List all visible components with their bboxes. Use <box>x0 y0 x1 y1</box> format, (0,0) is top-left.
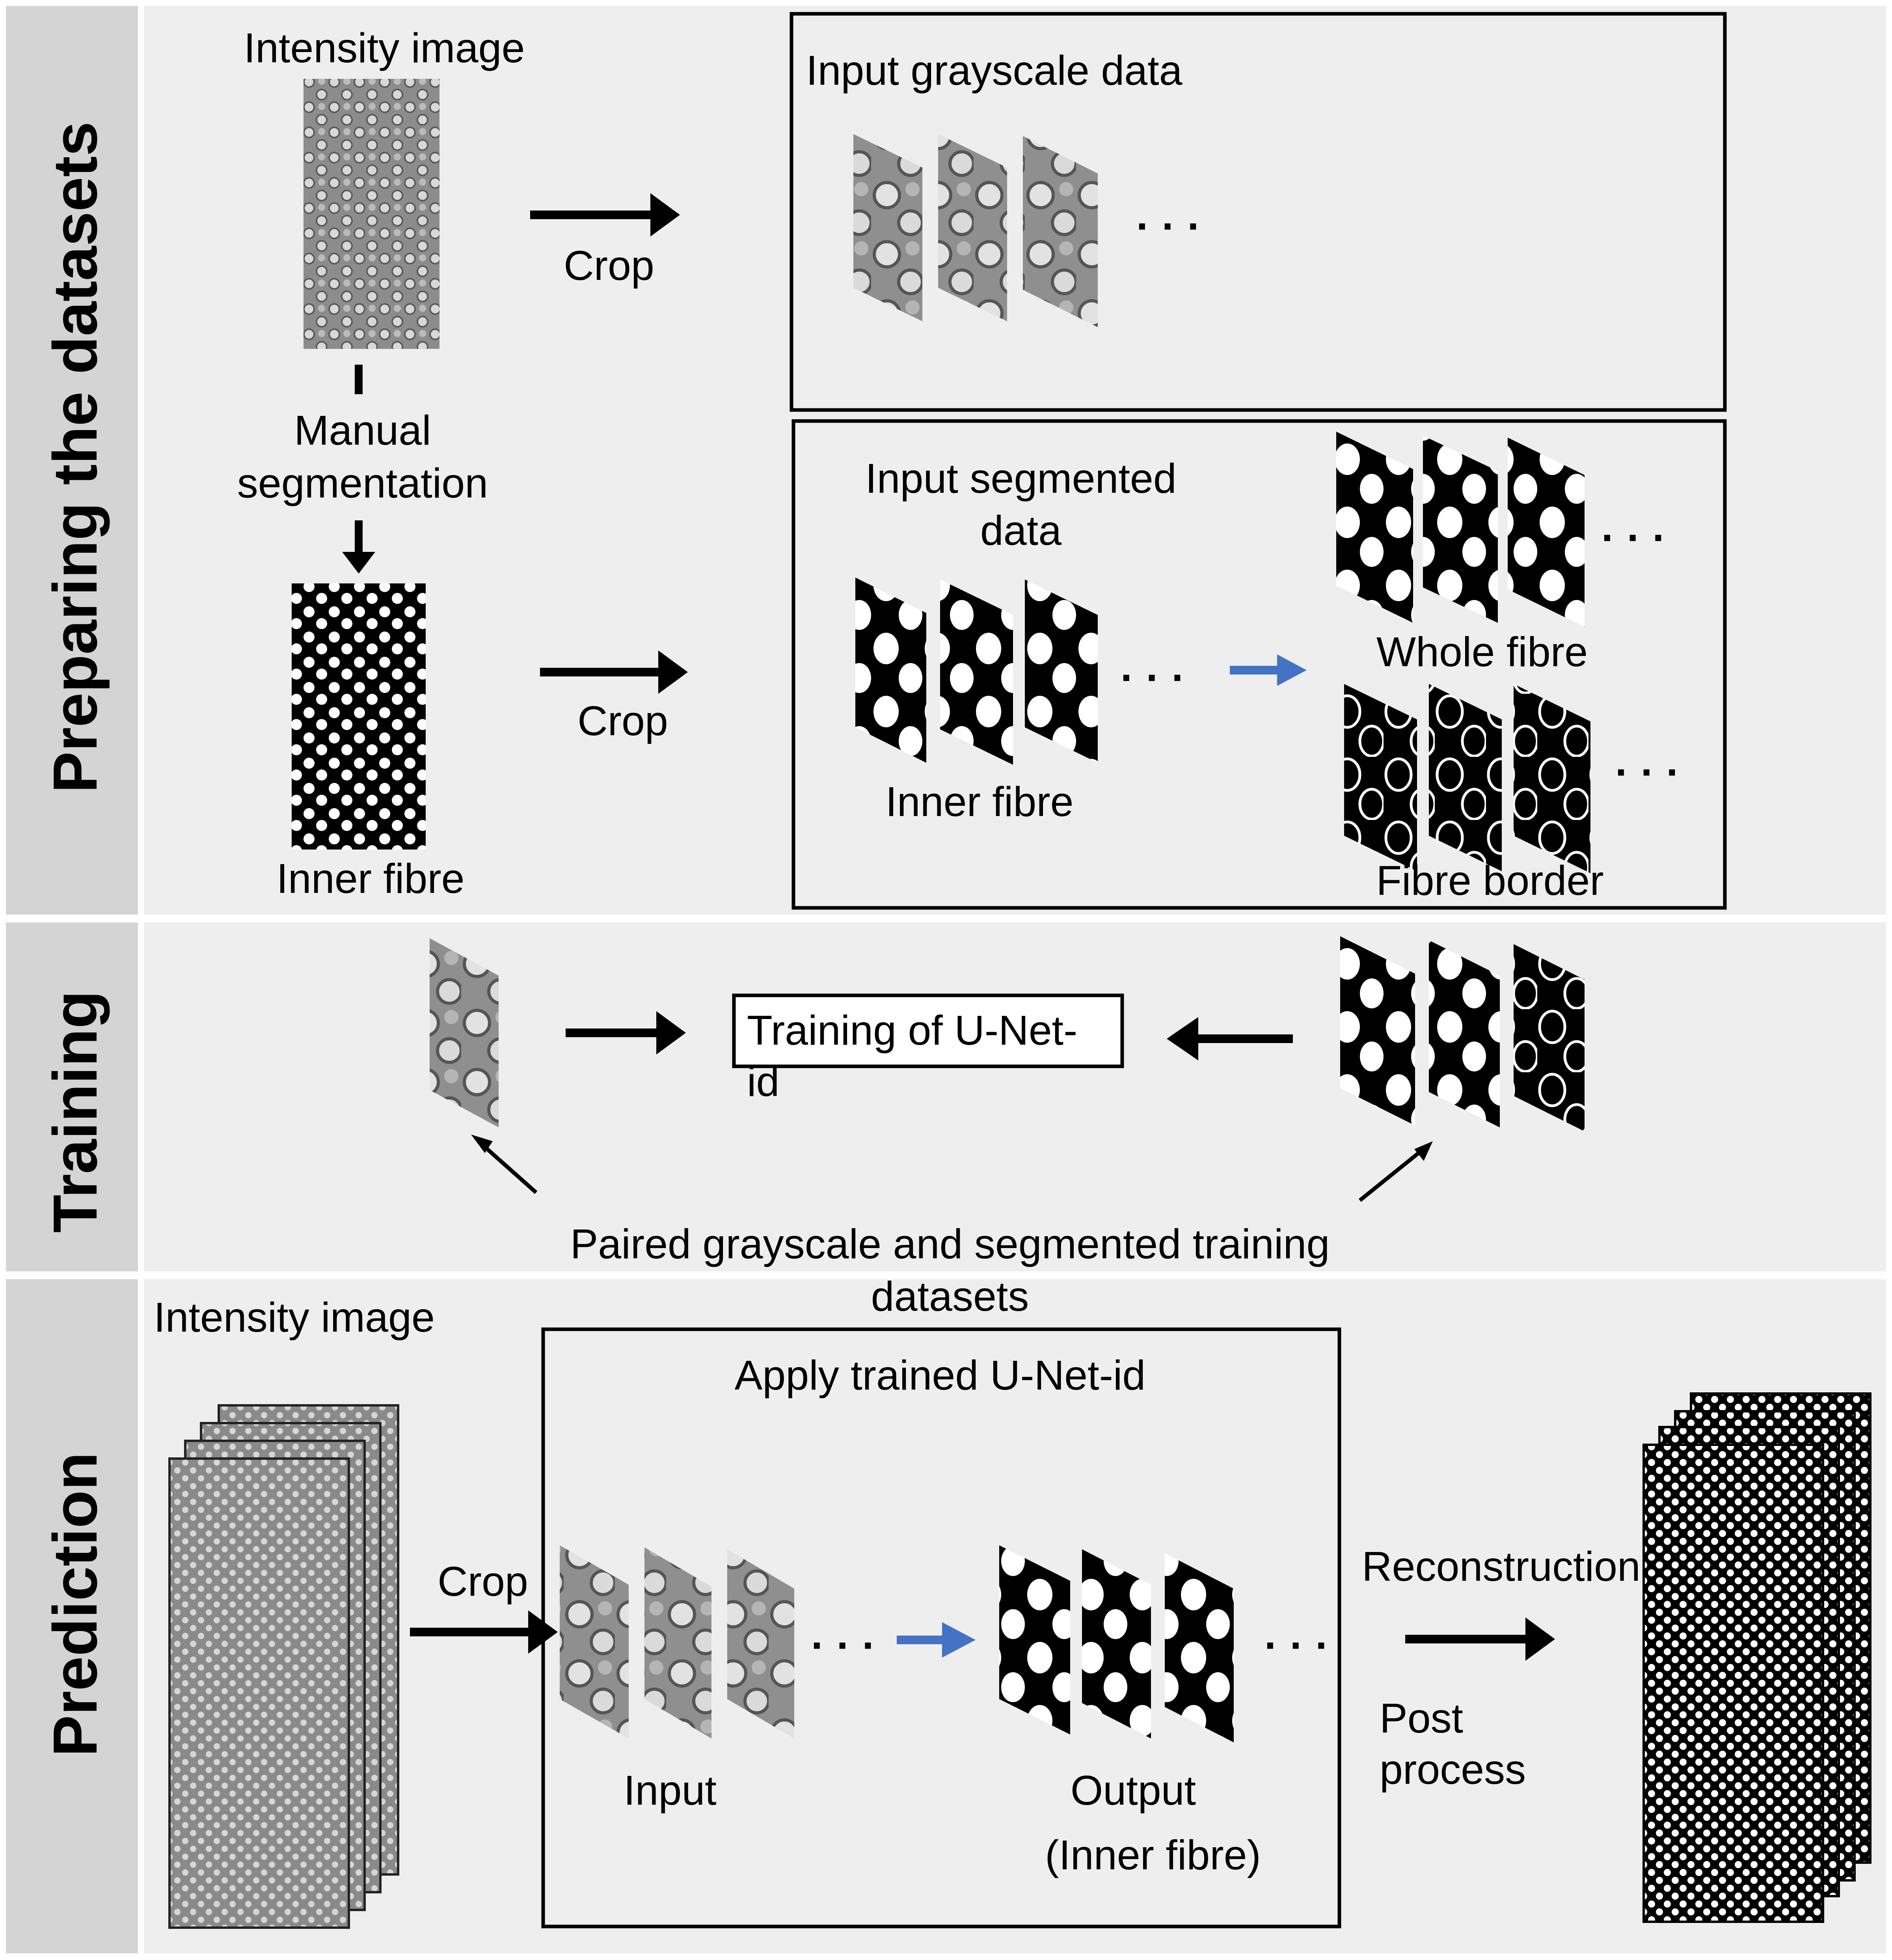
whole-fibre-tile-3 <box>1508 438 1585 627</box>
inner-fibre-tile-2 <box>940 579 1013 765</box>
grayscale-tile-2 <box>938 134 1007 321</box>
label-whole-fibre: Whole fibre <box>1376 629 1588 675</box>
label-crop-top: Crop <box>564 242 654 289</box>
label-paired-1: Paired grayscale and segmented training <box>570 1221 1330 1267</box>
whole-fibre-tile-2 <box>1423 436 1498 623</box>
prediction-input-tile-2 <box>644 1547 711 1738</box>
blue-arrow-prediction-head <box>942 1622 976 1658</box>
label-post-2: process <box>1380 1746 1526 1793</box>
label-reconstruction: Reconstruction <box>1362 1543 1641 1590</box>
fibre-border-tile-2 <box>1429 684 1502 871</box>
ellipsis-fibre-border: · · · <box>1615 749 1680 796</box>
segmented-data-box <box>791 419 1727 910</box>
ellipsis-whole-fibre: · · · <box>1601 514 1667 561</box>
pointer-head-right <box>1414 1141 1433 1161</box>
label-input: Input <box>624 1767 717 1814</box>
prediction-output-tile-3 <box>1165 1553 1234 1742</box>
ellipsis-inner-fibre: · · · <box>1121 654 1186 701</box>
band-training <box>144 922 1886 1271</box>
training-box <box>732 993 1124 1068</box>
side-band-prediction <box>6 1279 138 1953</box>
intensity-image-thumbnail <box>304 79 439 349</box>
label-paired-2: datasets <box>871 1273 1029 1320</box>
apply-unet-box <box>541 1327 1341 1928</box>
label-inner-fibre-left: Inner fibre <box>276 855 464 902</box>
label-crop-bottom: Crop <box>577 698 668 744</box>
intensity-stack-layer-1 <box>168 1457 350 1929</box>
label-manual-segmentation-2: segmentation <box>237 460 488 507</box>
pointer-line-right <box>1358 1150 1423 1202</box>
side-band-preparing <box>6 6 138 915</box>
section-title-training: Training <box>41 991 110 1233</box>
ellipsis-grayscale: · · · <box>1136 203 1201 250</box>
label-fibre-border: Fibre border <box>1376 857 1603 904</box>
training-inner-tile <box>1429 940 1500 1127</box>
label-output-2: (Inner fibre) <box>1045 1832 1261 1878</box>
blue-arrow-segmented-head <box>1277 654 1307 686</box>
crop-arrow-top-head <box>650 193 680 237</box>
section-title-preparing: Preparing the datasets <box>41 121 110 793</box>
label-post-1: Post <box>1380 1695 1463 1742</box>
label-input-segmented-1: Input segmented <box>865 455 1177 502</box>
label-apply-unet: Apply trained U-Net-id <box>735 1352 1146 1399</box>
label-manual-segmentation-1: Manual <box>294 407 431 454</box>
training-grayscale-tile <box>430 938 499 1127</box>
training-arrow-right-head <box>1167 1017 1198 1060</box>
label-intensity-image-top: Intensity image <box>244 25 525 71</box>
prediction-output-tile-2 <box>1082 1549 1151 1738</box>
grayscale-data-box <box>790 12 1727 412</box>
label-input-segmented-2: data <box>980 507 1061 554</box>
training-border-tile <box>1514 944 1585 1131</box>
ellipsis-prediction-output: · · · <box>1264 1622 1330 1669</box>
label-output-1: Output <box>1071 1767 1196 1814</box>
label-training-box-1: Training of U-Net- <box>747 1007 1077 1054</box>
label-inner-fibre-box: Inner fibre <box>885 779 1073 825</box>
whole-fibre-tile-1 <box>1336 432 1413 623</box>
prediction-input-tile-3 <box>727 1549 794 1738</box>
prediction-output-tile-1 <box>999 1545 1070 1735</box>
pointer-line-left <box>481 1144 538 1194</box>
inner-fibre-thumbnail <box>292 583 426 850</box>
ellipsis-prediction-input: · · · <box>811 1622 876 1669</box>
section-title-prediction: Prediction <box>41 1452 110 1757</box>
grayscale-tile-1 <box>853 134 922 321</box>
label-input-grayscale: Input grayscale data <box>806 47 1182 94</box>
label-crop-prediction: Crop <box>438 1558 528 1605</box>
crop-arrow-bottom-head <box>658 650 688 694</box>
down-arrow-head <box>342 552 375 574</box>
inner-fibre-tile-3 <box>1025 579 1098 763</box>
side-band-training <box>6 922 138 1271</box>
grayscale-tile-3 <box>1023 136 1098 327</box>
training-whole-tile <box>1340 936 1415 1125</box>
fibre-border-tile-3 <box>1514 684 1590 873</box>
training-arrow-left-head <box>656 1011 686 1055</box>
fibre-border-tile-1 <box>1344 684 1417 871</box>
pointer-head-left <box>471 1135 493 1153</box>
prediction-input-tile-1 <box>560 1545 629 1738</box>
output-stack-layer-1 <box>1642 1444 1824 1923</box>
inner-fibre-tile-1 <box>855 578 926 763</box>
label-intensity-image-bottom: Intensity image <box>154 1294 435 1341</box>
label-training-box-2: id <box>747 1058 780 1105</box>
reconstruction-arrow-head <box>1525 1617 1555 1661</box>
